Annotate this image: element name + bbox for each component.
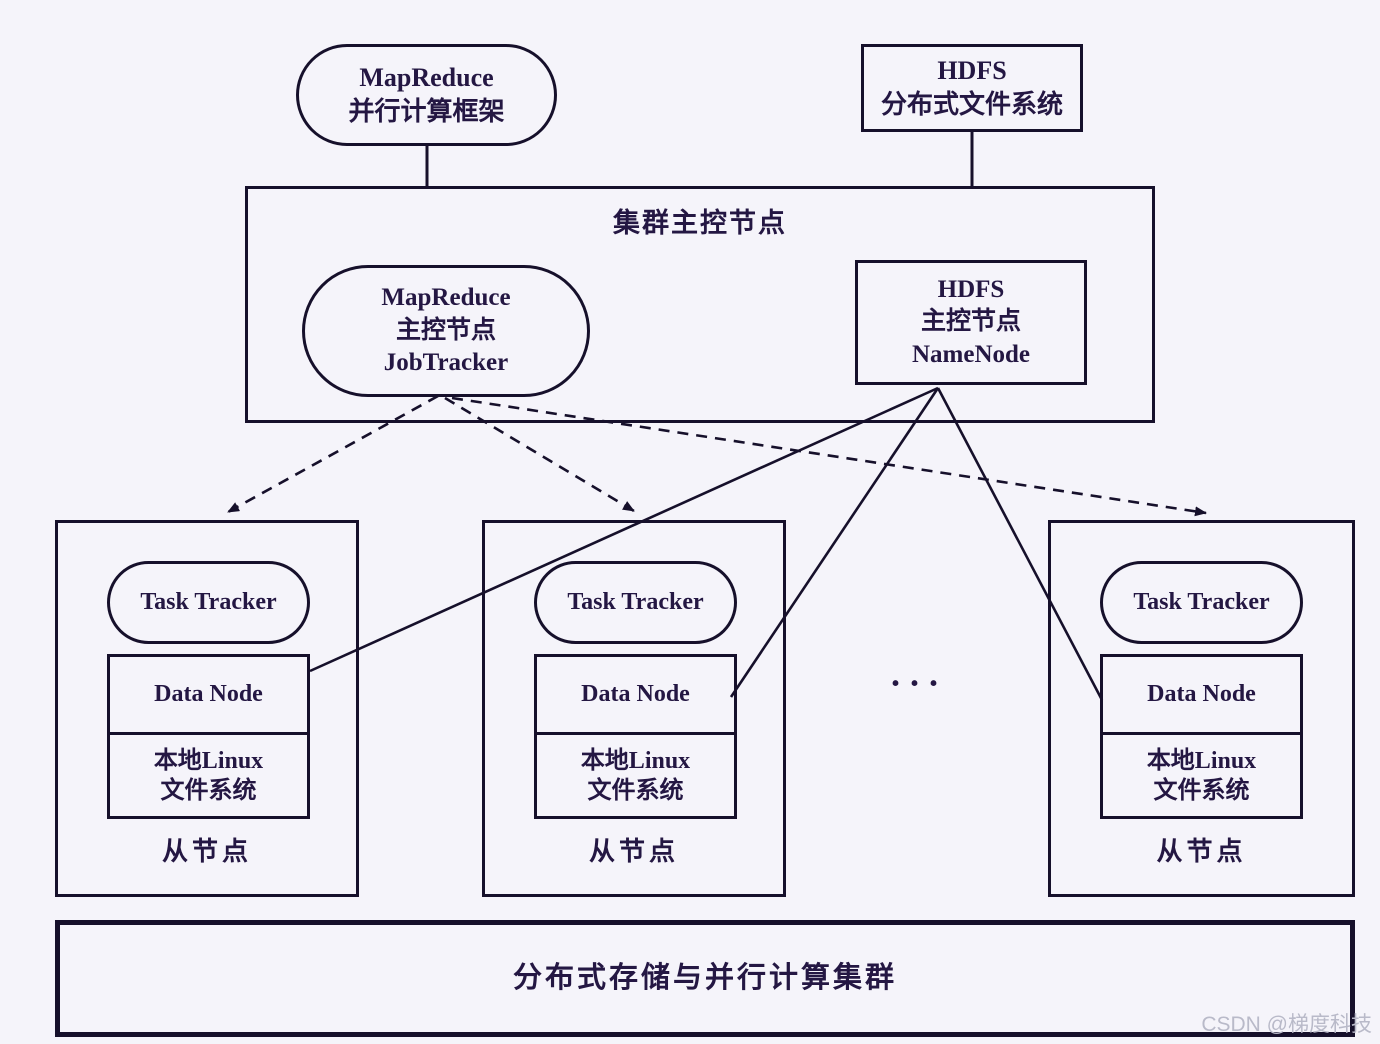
hdfs-system-name: HDFS: [937, 54, 1006, 88]
data-node-label: Data Node: [1147, 681, 1256, 708]
local-fs-line2: 文件系统: [588, 776, 684, 806]
local-fs-cell: 本地Linux 文件系统: [1100, 735, 1303, 819]
hdfs-system-desc: 分布式文件系统: [881, 88, 1063, 122]
jobtracker-line2: 主控节点: [396, 315, 496, 348]
data-node-label: Data Node: [581, 681, 690, 708]
datanode-stack: Data Node 本地Linux 文件系统: [1100, 654, 1303, 819]
local-fs-line2: 文件系统: [1154, 776, 1250, 806]
local-fs-line1: 本地Linux: [1147, 746, 1256, 776]
jobtracker-line3: JobTracker: [384, 347, 509, 380]
local-fs-cell: 本地Linux 文件系统: [107, 735, 310, 819]
slave-node-box-2: Task Tracker Data Node 本地Linux 文件系统 从节点: [482, 520, 786, 897]
jobtracker-line1: MapReduce: [381, 282, 510, 315]
more-slaves-ellipsis: ···: [870, 662, 966, 704]
data-node-cell: Data Node: [1100, 654, 1303, 735]
cluster-bottom-bar-label: 分布式存储与并行计算集群: [513, 960, 897, 998]
master-cluster-title: 集群主控节点: [248, 201, 1152, 240]
datanode-stack: Data Node 本地Linux 文件系统: [534, 654, 737, 819]
mapreduce-framework-name: MapReduce: [359, 61, 493, 95]
local-fs-line2: 文件系统: [161, 776, 257, 806]
task-tracker-label: Task Tracker: [567, 589, 703, 616]
local-fs-line1: 本地Linux: [154, 746, 263, 776]
slave-node-label: 从节点: [58, 831, 356, 868]
data-node-cell: Data Node: [534, 654, 737, 735]
cluster-bottom-bar: 分布式存储与并行计算集群: [55, 920, 1355, 1037]
node-mapreduce-framework: MapReduce 并行计算框架: [296, 44, 557, 146]
task-tracker-label: Task Tracker: [1133, 589, 1269, 616]
task-tracker-node: Task Tracker: [107, 561, 310, 644]
namenode-line2: 主控节点: [921, 306, 1021, 339]
task-tracker-label: Task Tracker: [140, 589, 276, 616]
slave-node-box-1: Task Tracker Data Node 本地Linux 文件系统 从节点: [55, 520, 359, 897]
task-tracker-node: Task Tracker: [534, 561, 737, 644]
local-fs-cell: 本地Linux 文件系统: [534, 735, 737, 819]
data-node-cell: Data Node: [107, 654, 310, 735]
node-jobtracker: MapReduce 主控节点 JobTracker: [302, 265, 590, 397]
namenode-line3: NameNode: [912, 339, 1030, 372]
slave-node-label: 从节点: [485, 831, 783, 868]
mapreduce-framework-desc: 并行计算框架: [348, 95, 504, 129]
node-namenode: HDFS 主控节点 NameNode: [855, 260, 1087, 385]
namenode-line1: HDFS: [938, 274, 1005, 307]
datanode-stack: Data Node 本地Linux 文件系统: [107, 654, 310, 819]
slave-node-box-3: Task Tracker Data Node 本地Linux 文件系统 从节点: [1048, 520, 1355, 897]
task-tracker-node: Task Tracker: [1100, 561, 1303, 644]
local-fs-line1: 本地Linux: [581, 746, 690, 776]
slave-node-label: 从节点: [1051, 831, 1352, 868]
data-node-label: Data Node: [154, 681, 263, 708]
csdn-watermark: CSDN @梯度科技: [1201, 1008, 1372, 1038]
node-hdfs-system: HDFS 分布式文件系统: [861, 44, 1083, 132]
